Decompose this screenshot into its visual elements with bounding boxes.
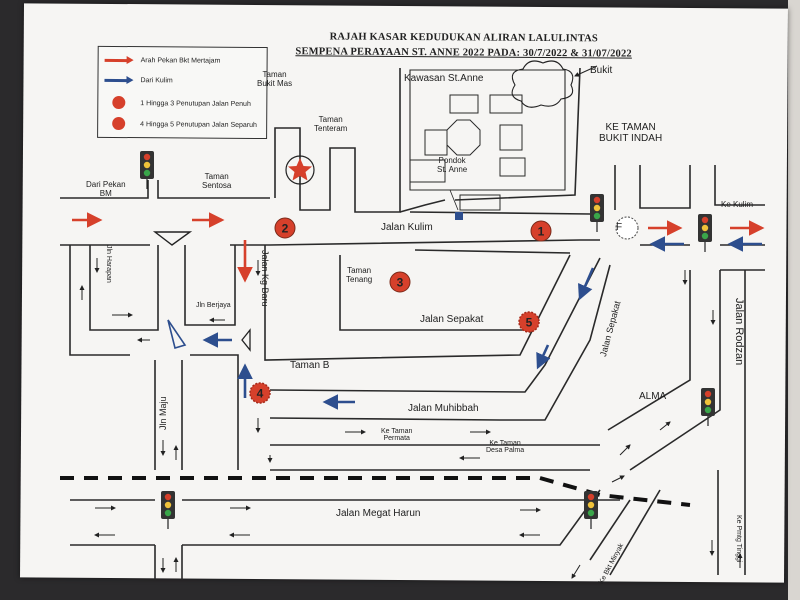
road-jln-harapan: Jln Harapan <box>105 245 112 283</box>
triangle-arrow-icon <box>241 328 251 352</box>
f-marker-icon <box>615 216 639 240</box>
label-pondok-st-anne: Pondok St. Anne <box>437 156 468 174</box>
label-kawasan-st-anne: Kawasan St.Anne <box>404 73 484 84</box>
road-jalan-megat-harun: Jalan Megat Harun <box>336 508 421 519</box>
closure-number: 5 <box>526 316 533 330</box>
road-jalan-muhibbah: Jalan Muhibbah <box>408 403 479 414</box>
closure-number: 2 <box>282 222 289 236</box>
building-blocks <box>409 94 526 211</box>
label-bukit: Bukit <box>590 65 613 76</box>
label-ke-kulim: Ke Kulim <box>721 200 754 209</box>
blue-turn-arrow-icon <box>167 319 187 350</box>
label-alma: ALMA <box>639 391 667 402</box>
label-taman-tenteram: Taman Tenteram <box>314 115 348 133</box>
closure-number: 1 <box>538 225 545 239</box>
flow-arrows <box>79 258 743 579</box>
closure-number: 3 <box>397 276 404 290</box>
closure-number: 4 <box>257 387 264 401</box>
triangle-arrow-icon <box>152 231 193 246</box>
label-ke-taman-permata: Ke Taman Permata <box>381 428 413 442</box>
closure-markers: 1 2 3 4 5 <box>249 217 552 404</box>
traffic-light-icon <box>701 388 715 426</box>
background-wall <box>788 0 800 600</box>
label-taman-bukit-mas: Taman Bukit Mas <box>257 70 293 88</box>
traffic-light-icon <box>698 214 712 252</box>
traffic-light-icon <box>161 491 175 529</box>
label-dari-pekan-bm: Dari Pekan BM <box>86 180 126 198</box>
traffic-light-icon <box>590 194 604 232</box>
road-jalan-kg-baru: Jalan Kg Baru <box>260 250 270 307</box>
label-ke-pmtg-tinggi: Ke Pmtg Tinggi <box>735 515 742 563</box>
traffic-light-icon <box>140 151 154 189</box>
road-jln-berjaya: Jln Berjaya <box>196 302 231 309</box>
road-jalan-sepakat: Jalan Sepakat <box>420 314 484 325</box>
closure-marker-3: 3 <box>389 271 411 293</box>
road-jalan-rodzan: Jalan Rodzan <box>733 298 745 366</box>
traffic-lights <box>140 151 715 529</box>
red-arrows <box>72 212 765 283</box>
road-jln-maju: Jln Maju <box>158 396 168 430</box>
closure-marker-4: 4 <box>249 382 271 404</box>
pondok-marker-icon <box>455 212 463 220</box>
closure-marker-1: 1 <box>530 220 552 242</box>
label-f-marker: F <box>616 222 623 233</box>
label-ke-taman-bukit-indah: KE TAMAN BUKIT INDAH <box>599 122 663 144</box>
hill-icon <box>511 60 598 108</box>
label-taman-sentosa: Taman Sentosa <box>202 172 232 190</box>
road-outlines <box>60 67 765 580</box>
traffic-light-icon <box>584 491 598 529</box>
blue-arrows <box>202 236 762 410</box>
label-taman-tenang: Taman Tenang <box>346 266 373 284</box>
label-ke-taman-desa-palma: Ke Taman Desa Palma <box>486 440 525 454</box>
railway-line <box>60 476 691 507</box>
road-jalan-kulim: Jalan Kulim <box>381 222 433 233</box>
closure-marker-5: 5 <box>518 311 540 333</box>
label-taman-b: Taman B <box>290 360 330 371</box>
star-icon <box>285 155 315 185</box>
closure-marker-2: 2 <box>274 217 296 239</box>
